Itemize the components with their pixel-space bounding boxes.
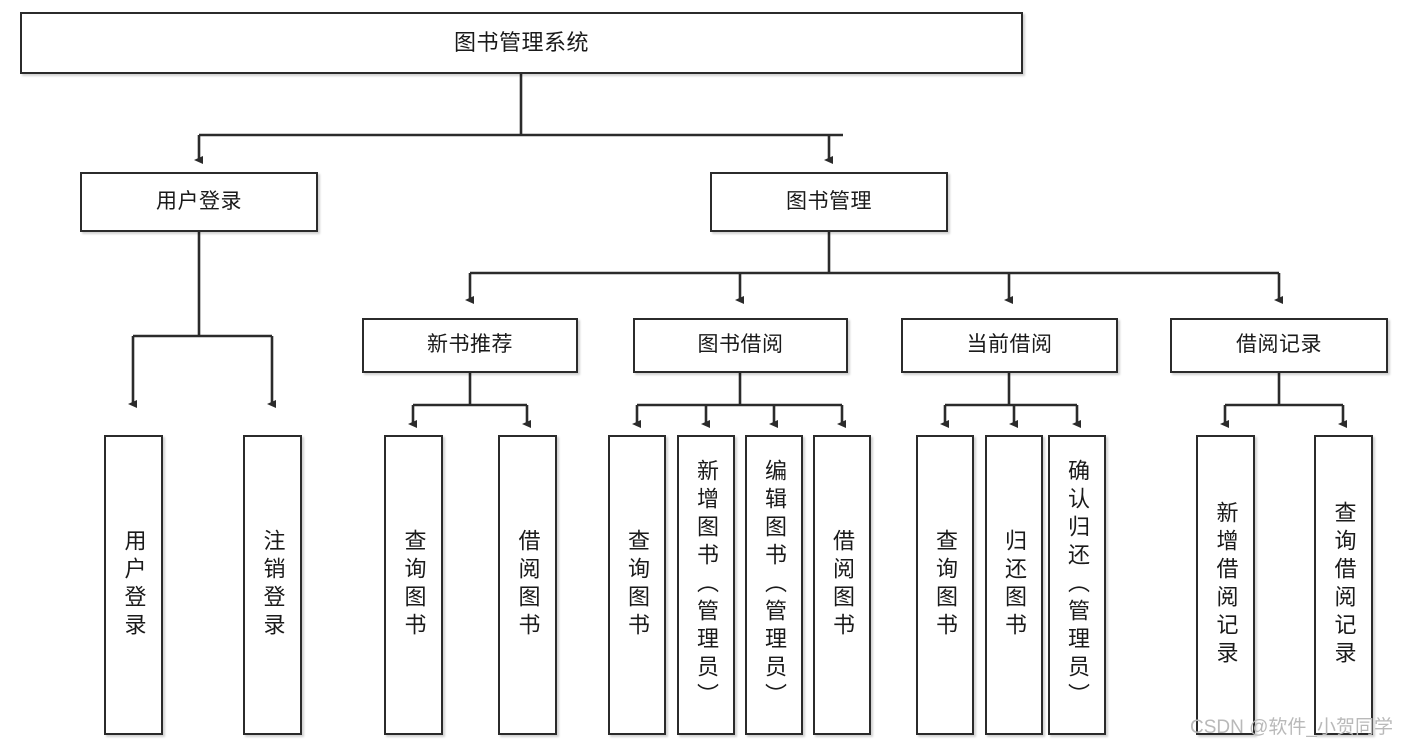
leaf-record-add-record-label: 新增借阅记录 [1213, 501, 1239, 669]
leaf-borrow-add-book-label: 新增图书（管理员） [694, 459, 719, 711]
node-book-management[interactable]: 图书管理 [710, 172, 948, 232]
leaf-current-confirm-return[interactable]: 确认归还（管理员） [1048, 435, 1106, 735]
node-borrow-record-label: 借阅记录 [1236, 333, 1322, 357]
leaf-user-login-logout[interactable]: 注销登录 [243, 435, 302, 735]
node-user-login[interactable]: 用户登录 [80, 172, 318, 232]
leaf-recommend-borrow-book[interactable]: 借阅图书 [498, 435, 557, 735]
node-current-borrow[interactable]: 当前借阅 [901, 318, 1118, 373]
leaf-user-login-login-label: 用户登录 [121, 529, 147, 641]
node-new-book-recommend[interactable]: 新书推荐 [362, 318, 578, 373]
node-new-book-recommend-label: 新书推荐 [427, 333, 513, 357]
node-book-management-label: 图书管理 [786, 189, 872, 213]
leaf-record-query-record-label: 查询借阅记录 [1331, 501, 1357, 669]
node-root-system-label: 图书管理系统 [453, 30, 589, 56]
leaf-user-login-logout-label: 注销登录 [260, 529, 286, 641]
leaf-record-query-record[interactable]: 查询借阅记录 [1314, 435, 1373, 735]
node-current-borrow-label: 当前借阅 [966, 333, 1053, 357]
leaf-borrow-borrow-book[interactable]: 借阅图书 [813, 435, 871, 735]
leaf-current-return-book-label: 归还图书 [1002, 529, 1027, 641]
leaf-borrow-query-book-label: 查询图书 [625, 529, 650, 641]
node-borrow-record[interactable]: 借阅记录 [1170, 318, 1388, 373]
leaf-current-confirm-return-label: 确认归还（管理员） [1065, 459, 1090, 711]
leaf-recommend-borrow-book-label: 借阅图书 [515, 529, 541, 641]
leaf-recommend-query-book-label: 查询图书 [401, 529, 427, 641]
node-book-borrow-label: 图书借阅 [697, 333, 784, 357]
leaf-current-query-book-label: 查询图书 [933, 529, 958, 641]
leaf-borrow-add-book[interactable]: 新增图书（管理员） [677, 435, 735, 735]
leaf-borrow-edit-book-label: 编辑图书（管理员） [762, 459, 787, 711]
leaf-current-query-book[interactable]: 查询图书 [916, 435, 974, 735]
node-user-login-label: 用户登录 [156, 189, 242, 213]
leaf-borrow-borrow-book-label: 借阅图书 [830, 529, 855, 641]
leaf-current-return-book[interactable]: 归还图书 [985, 435, 1043, 735]
node-book-borrow[interactable]: 图书借阅 [633, 318, 848, 373]
leaf-user-login-login[interactable]: 用户登录 [104, 435, 163, 735]
leaf-record-add-record[interactable]: 新增借阅记录 [1196, 435, 1255, 735]
leaf-borrow-edit-book[interactable]: 编辑图书（管理员） [745, 435, 803, 735]
node-root-system[interactable]: 图书管理系统 [20, 12, 1023, 74]
leaf-recommend-query-book[interactable]: 查询图书 [384, 435, 443, 735]
csdn-watermark: CSDN @软件_小贺同学 [1190, 717, 1393, 738]
leaf-borrow-query-book[interactable]: 查询图书 [608, 435, 666, 735]
